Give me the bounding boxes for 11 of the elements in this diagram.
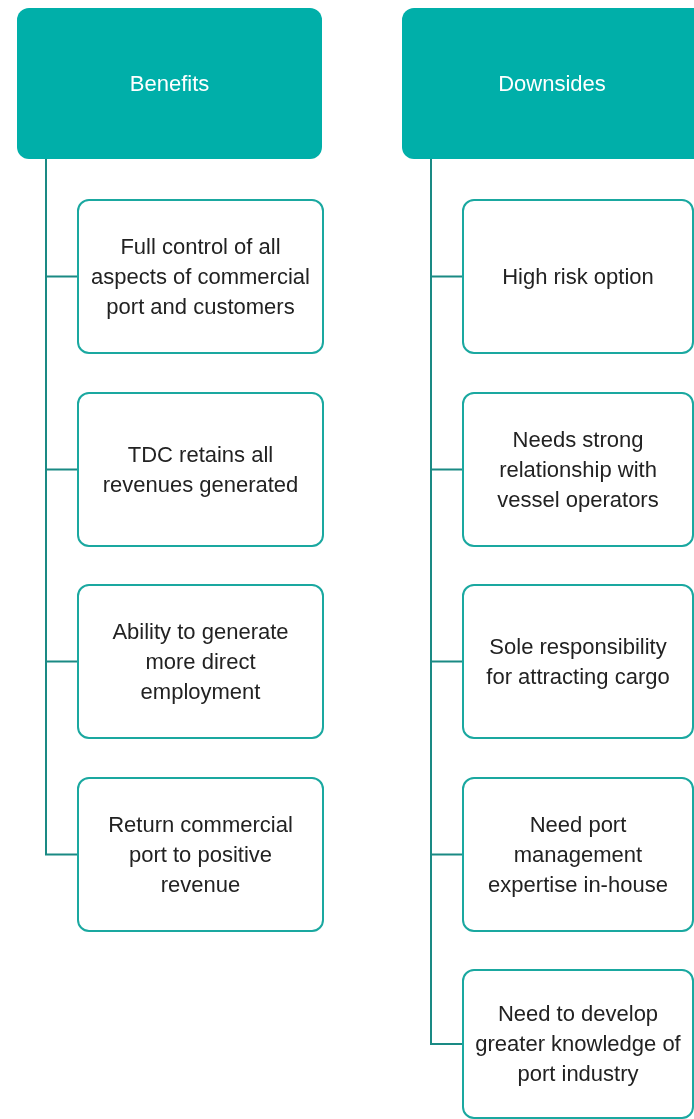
item-box: Ability to generate more direct employment <box>77 584 324 739</box>
item-box: Need to develop greater knowledge of port industry <box>462 969 694 1119</box>
item-box: Return commercial port to positive revenue <box>77 777 324 932</box>
header-box: Benefits <box>17 8 322 159</box>
item-box: Need port management expertise in-house <box>462 777 694 932</box>
item-box: Sole responsibility for attracting cargo <box>462 584 694 739</box>
item-box: Full control of all aspects of commercial port and customers <box>77 199 324 354</box>
item-box: Needs strong relationship with vessel operators <box>462 392 694 547</box>
header-box: Downsides <box>402 8 694 159</box>
item-box: High risk option <box>462 199 694 354</box>
item-box: TDC retains all revenues generated <box>77 392 324 547</box>
